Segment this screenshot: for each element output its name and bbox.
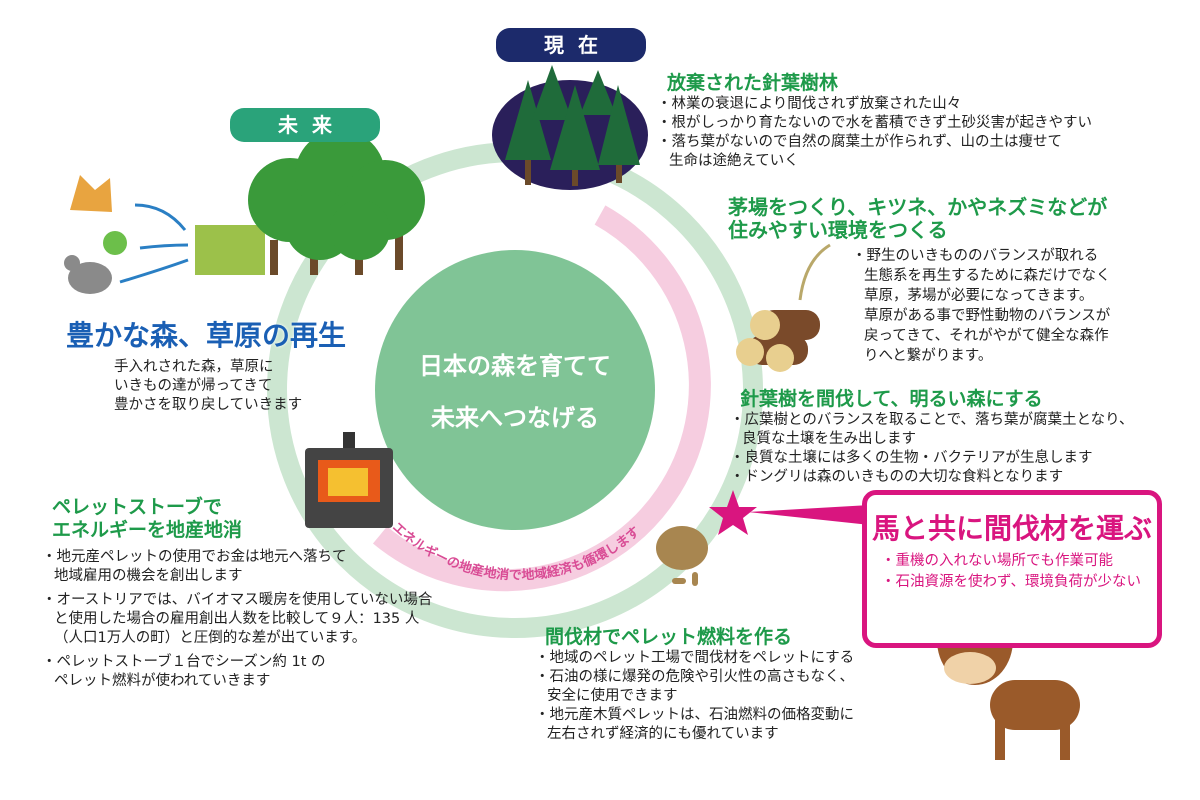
callout-pointer <box>748 505 870 525</box>
animals-illustration <box>64 175 189 294</box>
grassland-text: ・野生のいきもののバランスが取れる 生態系を再生するために森だけでなく 草原，茅… <box>852 248 1111 364</box>
arrow-icons <box>119 203 189 284</box>
star-icon <box>709 490 757 535</box>
present-label: 現在 <box>496 28 646 62</box>
inner-ring <box>372 205 711 592</box>
section-thinning: 針葉樹を間伐して、明るい森にする ・広葉樹とのバランスを取ることで、落ち葉が腐葉… <box>730 388 1134 485</box>
section-grassland: 茅場をつくり、キツネ、かやネズミなどが 住みやすい環境をつくる <box>728 195 1108 242</box>
section-rich-forest: 豊かな森、草原の再生 手入れされた森，草原に いきもの達が帰ってきて 豊かさを取… <box>66 319 347 413</box>
future-label: 未来 <box>230 108 380 142</box>
horse-callout: 馬と共に間伐材を運ぶ ・重機の入れない場所でも作業可能 ・石油資源を使わず、環境… <box>862 490 1162 648</box>
section-pellet-fuel: 間伐材でペレット燃料を作る ・地域のペレット工場で間伐材をペレットにする ・石油… <box>535 626 855 742</box>
section-abandoned-forest: 放棄された針葉樹林 ・林業の衰退により間伐されず放棄された山々 ・根がしっかり育… <box>657 72 1092 169</box>
center-message: 日本の森を育てて 未来へつなげる <box>419 351 611 432</box>
section-pellet-stove: ペレットストーブで エネルギーを地産地消 ・地元産ペレットの使用でお金は地元へ落… <box>42 496 433 689</box>
mouse-icon <box>68 262 112 294</box>
conifer-forest-illustration <box>492 65 648 190</box>
pellets-illustration <box>656 526 708 586</box>
logs-illustration <box>736 243 831 372</box>
pellet-stove-illustration <box>305 432 393 528</box>
frog-icon <box>103 231 127 255</box>
broadleaf-forest-illustration <box>195 130 425 275</box>
fox-icon <box>70 175 112 212</box>
center-circle <box>375 250 655 530</box>
